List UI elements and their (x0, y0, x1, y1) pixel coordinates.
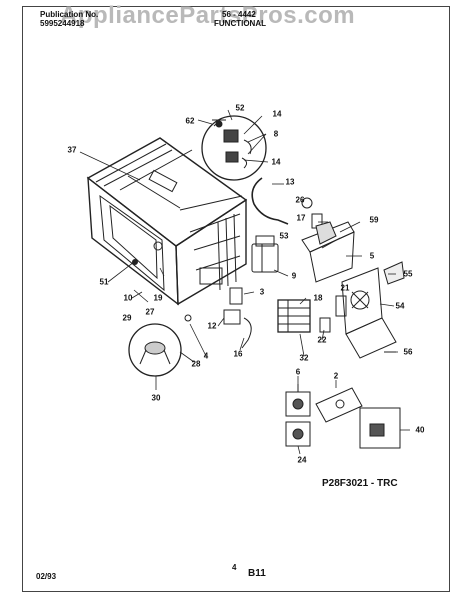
part-number-14-top: 14 (272, 109, 282, 119)
part-number-21: 21 (340, 283, 350, 293)
part-number-56: 56 (403, 347, 413, 357)
door-switch (229, 287, 243, 305)
model-number: 56 - 4442 (222, 10, 256, 19)
interlock-switch (223, 309, 241, 325)
part-number-32: 32 (299, 353, 309, 363)
fan-assembly (341, 261, 405, 359)
publication-number: 5995244918 (40, 19, 85, 28)
part-number-12: 12 (207, 321, 217, 331)
part-number-40: 40 (415, 425, 425, 435)
diode (319, 317, 331, 333)
page-border (22, 6, 450, 592)
footer-sheet: B11 (248, 568, 266, 579)
lower-components (285, 384, 401, 449)
publication-label: Publication No. (40, 10, 99, 19)
wire-harness (251, 177, 289, 225)
lamp-detail-callout (128, 323, 182, 377)
part-number-13: 13 (285, 177, 295, 187)
part-number-3: 3 (259, 287, 265, 297)
part-number-27: 27 (145, 307, 155, 317)
part-number-62: 62 (185, 116, 195, 126)
part-number-14-bottom: 14 (271, 157, 281, 167)
diagram-code: P28F3021 - TRC (322, 478, 398, 489)
part-number-51: 51 (99, 277, 109, 287)
part-number-24: 24 (297, 455, 307, 465)
section-title: FUNCTIONAL (214, 19, 266, 28)
part-number-54: 54 (395, 301, 405, 311)
part-number-30: 30 (151, 393, 161, 403)
callout-leader-lines (79, 109, 410, 455)
part-number-55: 55 (403, 269, 413, 279)
part-number-6: 6 (295, 367, 301, 377)
part-number-53: 53 (279, 231, 289, 241)
part-number-18: 18 (313, 293, 323, 303)
footer-page: 4 (232, 563, 237, 572)
mounting-bracket (301, 221, 355, 283)
motor-detail-callout (201, 115, 267, 181)
watermark: AppliancePartsPros.com (60, 2, 356, 29)
part-number-4: 4 (203, 351, 209, 361)
part-number-59: 59 (369, 215, 379, 225)
part-number-16: 16 (233, 349, 243, 359)
part-number-26: 26 (295, 195, 305, 205)
part-number-22: 22 (317, 335, 327, 345)
part-number-2: 2 (333, 371, 339, 381)
cabinet-assembly (86, 137, 248, 306)
part-number-8: 8 (273, 129, 279, 139)
lead-wire (241, 317, 252, 349)
high-voltage-transformer (277, 299, 311, 333)
part-number-37: 37 (67, 145, 77, 155)
part-number-5: 5 (369, 251, 375, 261)
thermostat-bracket (335, 295, 347, 317)
part-number-9: 9 (291, 271, 297, 281)
part-number-29: 29 (122, 313, 132, 323)
part-number-17: 17 (296, 213, 306, 223)
part-number-10: 10 (123, 293, 133, 303)
footer-date: 02/93 (36, 572, 57, 581)
screw (184, 314, 192, 322)
part-number-52: 52 (235, 103, 245, 113)
fuse-holder (301, 197, 313, 209)
fan-motor (251, 235, 279, 273)
part-number-28: 28 (191, 359, 201, 369)
part-number-19: 19 (153, 293, 163, 303)
